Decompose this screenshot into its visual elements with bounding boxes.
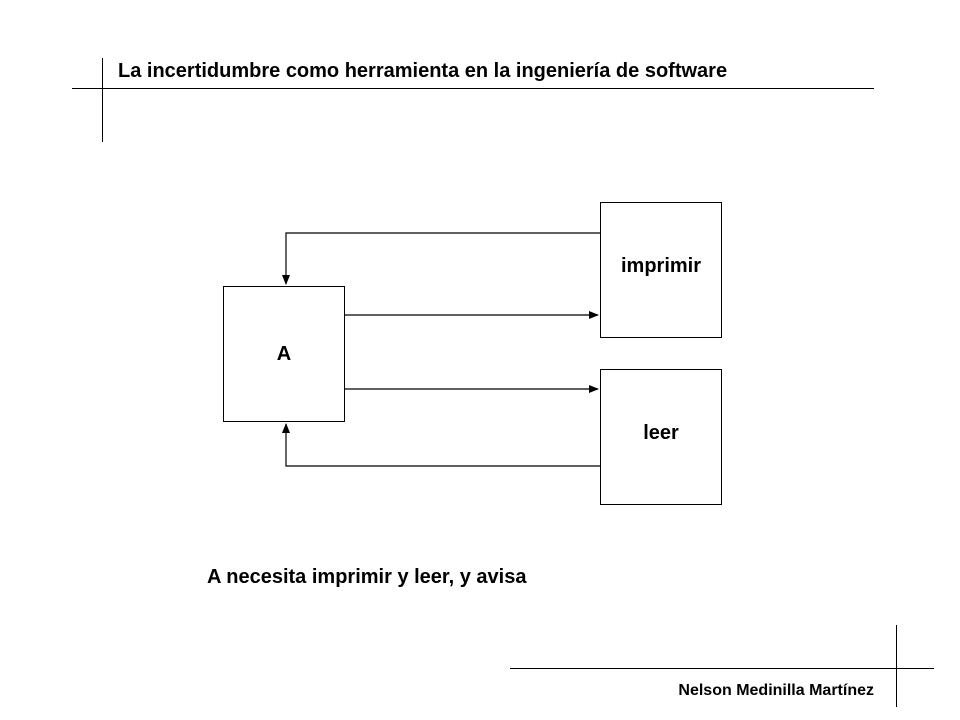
page-title: La incertidumbre como herramienta en la … bbox=[118, 60, 728, 82]
header-rule-vertical bbox=[102, 58, 103, 142]
header-rule-horizontal bbox=[72, 88, 874, 89]
node-leer: leer bbox=[600, 369, 722, 505]
node-imprimir-label: imprimir bbox=[620, 254, 702, 277]
node-leer-label: leer bbox=[643, 421, 679, 444]
footer-rule-vertical bbox=[896, 625, 897, 707]
edge-imprimir-to-a bbox=[282, 232, 600, 285]
node-imprimir: imprimir bbox=[600, 202, 722, 338]
footer-author: Nelson Medinilla Martínez bbox=[678, 682, 874, 699]
node-a: A bbox=[223, 286, 345, 422]
diagram-caption: A necesita imprimir y leer, y avisa bbox=[207, 566, 527, 588]
edge-leer-to-a bbox=[282, 423, 600, 467]
node-a-label: A bbox=[276, 342, 292, 365]
footer-rule-horizontal bbox=[510, 668, 934, 669]
